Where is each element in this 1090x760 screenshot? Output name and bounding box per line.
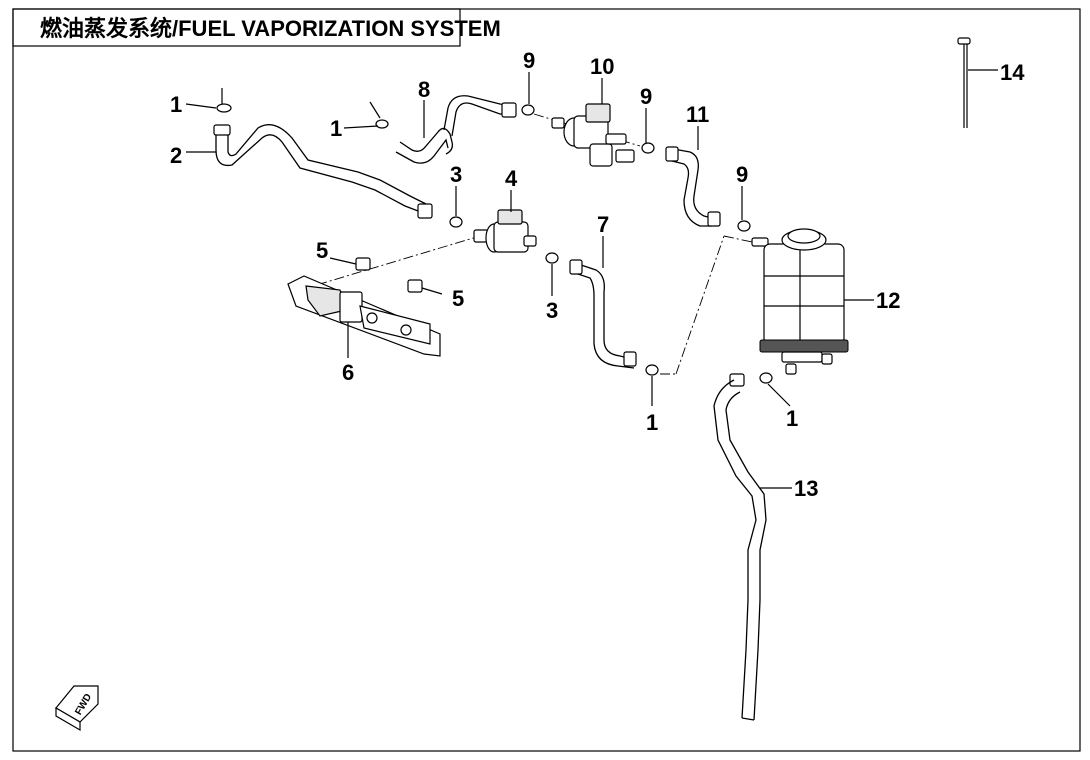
part-9-clamp-c (737, 220, 751, 232)
part-4-check-valve (473, 209, 537, 253)
drawing-border (12, 8, 1081, 752)
callout-1d: 1 (786, 406, 798, 431)
assembly-line-a (299, 235, 481, 291)
callout-9b: 9 (640, 84, 652, 109)
leader-1d (767, 383, 791, 407)
part-10-purge-valve (533, 103, 641, 167)
part-7-hose (569, 259, 637, 369)
part-13-drain-hose (713, 373, 767, 721)
callout-11: 11 (686, 102, 709, 127)
callout-3a: 3 (450, 162, 462, 187)
assembly-line-d (723, 235, 753, 243)
part-1-clamp-c (645, 364, 659, 376)
diagram-title: 燃油蒸发系统/FUEL VAPORIZATION SYSTEM (40, 16, 501, 41)
assembly-line-c (675, 235, 725, 375)
part-1-clamp-b (369, 101, 389, 129)
part-14-vent-rod (957, 37, 971, 128)
callout-2: 2 (170, 143, 182, 168)
part-9-clamp-a (521, 104, 535, 116)
callout-1b: 1 (330, 116, 342, 141)
callout-10: 10 (590, 54, 614, 79)
callout-8: 8 (418, 77, 430, 102)
part-2-hose (213, 124, 433, 219)
title-box (12, 8, 461, 47)
callout-4: 4 (505, 166, 518, 191)
part-3-clamp-b (545, 252, 559, 264)
callout-5a: 5 (316, 238, 328, 263)
forward-direction-icon: FWD (55, 685, 99, 732)
part-6-mounting-bracket (287, 275, 441, 357)
part-11-hose (665, 146, 721, 227)
part-3-clamp-a (449, 216, 463, 228)
callout-9a: 9 (523, 48, 535, 73)
part-9-clamp-b (641, 142, 655, 154)
callout-3b: 3 (546, 298, 558, 323)
callout-5b: 5 (452, 286, 464, 311)
part-1-clamp-d (759, 372, 773, 384)
callout-9c: 9 (736, 162, 748, 187)
part-1-clamp-a (216, 88, 232, 113)
callout-1a: 1 (170, 92, 182, 117)
leader-1a (185, 103, 217, 109)
callout-12: 12 (876, 288, 900, 313)
callout-14: 14 (1000, 60, 1025, 85)
part-12-charcoal-canister (751, 228, 849, 375)
part-5-bolt-b (407, 279, 443, 295)
part-5-bolt-a (329, 257, 371, 271)
leader-1b (343, 125, 379, 129)
callout-7: 7 (597, 212, 609, 237)
callout-1c: 1 (646, 410, 658, 435)
callout-13: 13 (794, 476, 818, 501)
callout-6: 6 (342, 360, 354, 385)
part-8-hose (395, 95, 517, 164)
